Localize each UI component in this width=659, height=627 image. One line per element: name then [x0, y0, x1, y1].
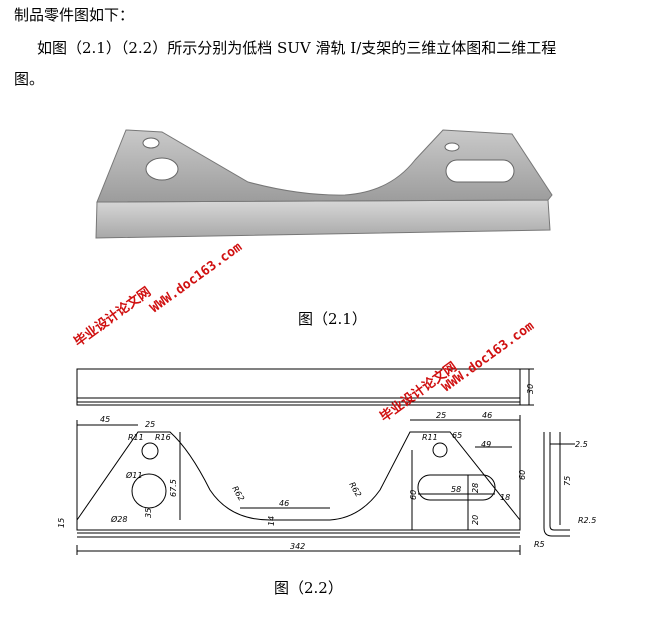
dim-60a: 60	[409, 490, 418, 500]
dim-25b: 25	[436, 411, 446, 420]
dim-46c: 46	[279, 499, 289, 508]
description-line-end: 图。	[14, 70, 45, 88]
dim-58: 58	[451, 485, 461, 494]
dim-r11b: R11	[422, 433, 438, 442]
dim-75: 75	[563, 476, 572, 486]
front-view-outline	[76, 431, 521, 531]
dim-45: 45	[100, 415, 110, 424]
watermark-url-1: WWW.doc163.com	[148, 240, 246, 317]
dim-a65: 65	[452, 431, 462, 440]
dim-46b: 46	[482, 411, 492, 420]
hole-phi11	[141, 442, 159, 460]
dim-30: 30	[526, 384, 535, 394]
dim-35: 35	[144, 508, 153, 518]
dim-r5: R5	[534, 540, 545, 549]
dim-r16: R16	[155, 433, 171, 442]
bracket-web	[96, 129, 553, 203]
left-large-hole	[145, 157, 179, 181]
watermark-url-2: WWW.doc163.com	[440, 319, 538, 396]
right-small-hole	[444, 142, 460, 152]
dim-phi28: Ø28	[110, 514, 127, 524]
dim-2-5: 2.5	[575, 440, 588, 449]
right-slot	[445, 159, 515, 183]
slot-right	[417, 474, 496, 501]
dim-r11: R11	[128, 433, 144, 442]
dim-49: 49	[481, 440, 491, 449]
watermark-cn-1: 毕业设计论文网	[71, 284, 154, 350]
dim-r62a: R62	[230, 485, 246, 503]
side-view	[543, 432, 570, 537]
intro-line: 制品零件图如下：	[14, 6, 135, 24]
figure1-caption: 图（2.1）	[298, 310, 367, 328]
hole-small-right	[432, 442, 448, 458]
left-small-hole	[142, 137, 160, 149]
dim-60b: 60	[518, 470, 527, 480]
top-view	[76, 368, 521, 406]
dim-phi11: Ø11	[125, 470, 142, 480]
dim-25a: 25	[145, 420, 155, 429]
dim-28: 28	[471, 483, 480, 493]
dim-18: 18	[500, 493, 510, 502]
dim-15: 15	[57, 518, 66, 528]
dim-14: 14	[267, 516, 276, 526]
description-line: 如图（2.1）（2.2）所示分别为低档 SUV 滑轨 I/支架的三维立体图和二维…	[37, 39, 557, 57]
dim-342: 342	[290, 542, 305, 551]
dim-r2-5: R2.5	[578, 516, 596, 525]
figure2-caption: 图（2.2）	[274, 579, 343, 597]
hole-phi28	[131, 473, 167, 509]
dim-r62b: R62	[347, 481, 363, 499]
dim-67-5: 67.5	[169, 479, 178, 497]
dim-20: 20	[471, 515, 480, 525]
